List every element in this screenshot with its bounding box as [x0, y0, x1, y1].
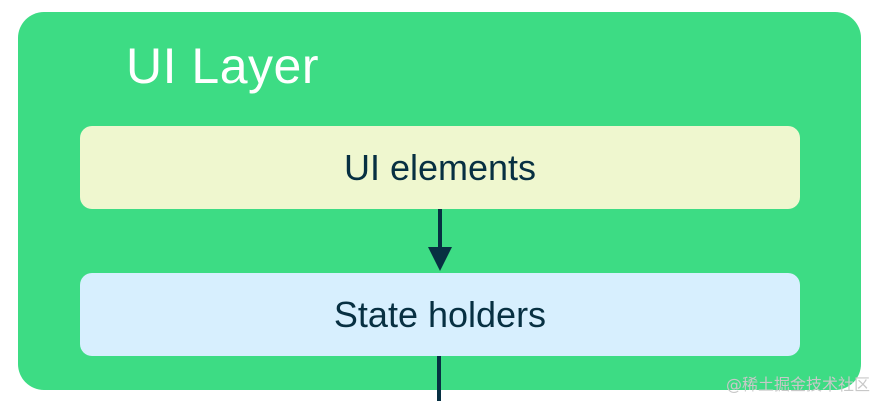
ui-elements-label: UI elements: [343, 146, 537, 188]
watermark-text: @稀土掘金技术社区: [725, 375, 870, 394]
ui-layer-title: UI Layer: [126, 38, 319, 94]
outgoing-connector-line: [437, 356, 441, 401]
state-holders-label: State holders: [333, 293, 547, 335]
state-holders-box: State holders: [80, 273, 800, 356]
down-arrow-icon: [428, 209, 452, 271]
ui-elements-box: UI elements: [80, 126, 800, 209]
